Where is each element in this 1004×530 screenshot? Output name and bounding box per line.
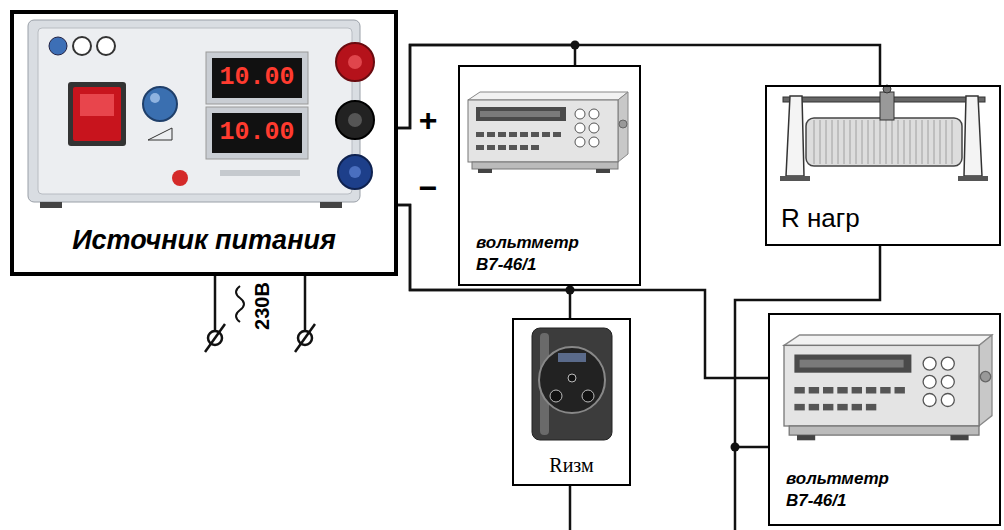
resistor-terminal <box>568 374 576 382</box>
voltmeter-picture <box>468 92 628 173</box>
voltage-label: 230В <box>252 278 272 334</box>
foot <box>958 176 988 181</box>
foot <box>40 202 62 208</box>
current-display <box>212 113 302 153</box>
rheostat-box: R нагр <box>765 85 1001 246</box>
connectors <box>398 45 880 447</box>
rheostat-stand <box>964 96 982 176</box>
control-knob <box>143 87 177 121</box>
logo-mark <box>172 170 188 186</box>
supply-box: Источник питания <box>10 10 398 276</box>
mains-wire <box>304 276 307 330</box>
node-label: Источник питания <box>72 223 336 258</box>
switch-frame <box>68 82 126 146</box>
wire <box>734 447 737 530</box>
resistor-terminal <box>550 390 562 402</box>
supply-body <box>28 20 360 202</box>
node-label: Rизм <box>549 452 593 478</box>
voltmeter-picture <box>784 335 992 440</box>
badge-icon <box>97 37 115 55</box>
black-terminal <box>336 101 374 139</box>
voltage-display <box>212 58 302 98</box>
red-terminal <box>336 43 374 81</box>
terminal-center <box>349 166 361 178</box>
ramp-icon <box>148 128 172 140</box>
resistor-terminal <box>582 390 594 402</box>
display-reading: 10.00 <box>212 120 302 145</box>
resistor-housing <box>532 328 612 440</box>
node-label: R нагр <box>781 202 860 236</box>
foot <box>780 176 810 181</box>
display-reading: 10.00 <box>212 65 302 90</box>
coil-turns <box>814 120 952 164</box>
wire <box>398 205 768 378</box>
instrument-box: вольтметр В7-46/1 <box>768 313 1001 526</box>
display-frame <box>206 107 308 159</box>
rheostat-coil <box>806 118 962 166</box>
rheostat-stand <box>786 96 804 176</box>
terminal-center <box>348 55 362 69</box>
power-switch <box>73 87 121 141</box>
mains-wire <box>214 276 217 330</box>
foot <box>320 202 342 208</box>
node-label: вольтметр В7-46/1 <box>476 232 596 276</box>
rheostat-slider <box>880 92 894 120</box>
resistor-box: Rизм <box>512 318 631 486</box>
terminal-center <box>348 113 362 127</box>
badge-icon <box>73 37 91 55</box>
terminal-slash <box>295 324 315 352</box>
display-frame <box>206 52 308 104</box>
instrument-box: вольтметр В7-46/1 <box>458 65 641 286</box>
wire <box>569 486 572 530</box>
wire <box>735 246 880 447</box>
name-plate <box>558 353 586 362</box>
switch-highlight <box>80 94 114 116</box>
terminal-sign: − <box>414 172 442 204</box>
terminal-sign: + <box>414 104 442 136</box>
terminal-slash <box>205 324 225 352</box>
name-strip <box>220 170 300 176</box>
blue-terminal <box>338 155 372 189</box>
supply-front <box>38 28 352 194</box>
ac-symbol <box>236 286 244 322</box>
resistor-face <box>539 347 605 413</box>
node-label: вольтметр В7-46/1 <box>786 468 906 512</box>
badge-icon <box>49 37 67 55</box>
knob-highlight <box>150 93 160 103</box>
